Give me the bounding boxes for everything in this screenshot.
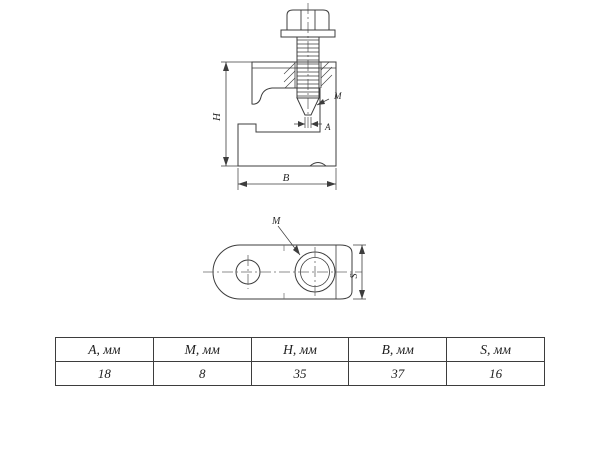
dimension-A [294,117,322,128]
tapped-hole-edges [294,62,322,88]
top-view [203,225,366,300]
header-S: S, мм [446,337,545,362]
plate-outline [212,244,353,300]
technical-drawing: H B M A [203,3,366,300]
value-H: 35 [250,361,350,386]
label-M-side: M [333,91,342,101]
label-S-top: S [349,274,360,279]
header-A: A, мм [55,337,154,362]
label-A-side: A [324,122,331,132]
bolt-head [286,9,330,31]
section-hatching [283,61,333,89]
dimension-B [237,168,337,190]
label-M-top: M [271,216,281,227]
bolt-cone-tip [296,97,320,116]
header-M: M, мм [152,337,252,362]
label-B: B [283,172,290,184]
value-A: 18 [55,361,154,386]
dimension-table: A, мм M, мм H, мм B, мм S, мм 18 8 35 37… [55,337,545,386]
value-M: 8 [152,361,252,386]
leader-thread-M [316,98,330,106]
dimension-S [353,244,366,300]
label-H: H [211,112,223,122]
leader-thread-M-top [277,225,301,256]
side-view [221,3,337,190]
table-header-row: A, мм M, мм H, мм B, мм S, мм [55,337,545,362]
bolt-washer [280,29,336,38]
value-B: 37 [348,361,448,386]
dimension-H [221,61,252,167]
top-view-centerlines [203,247,362,297]
value-S: 16 [446,361,545,386]
clamp-bottom-groove [309,162,327,167]
clamp-outline [237,61,337,167]
header-H: H, мм [250,337,350,362]
table-value-row: 18 8 35 37 16 [55,361,545,386]
header-B: B, мм [348,337,448,362]
